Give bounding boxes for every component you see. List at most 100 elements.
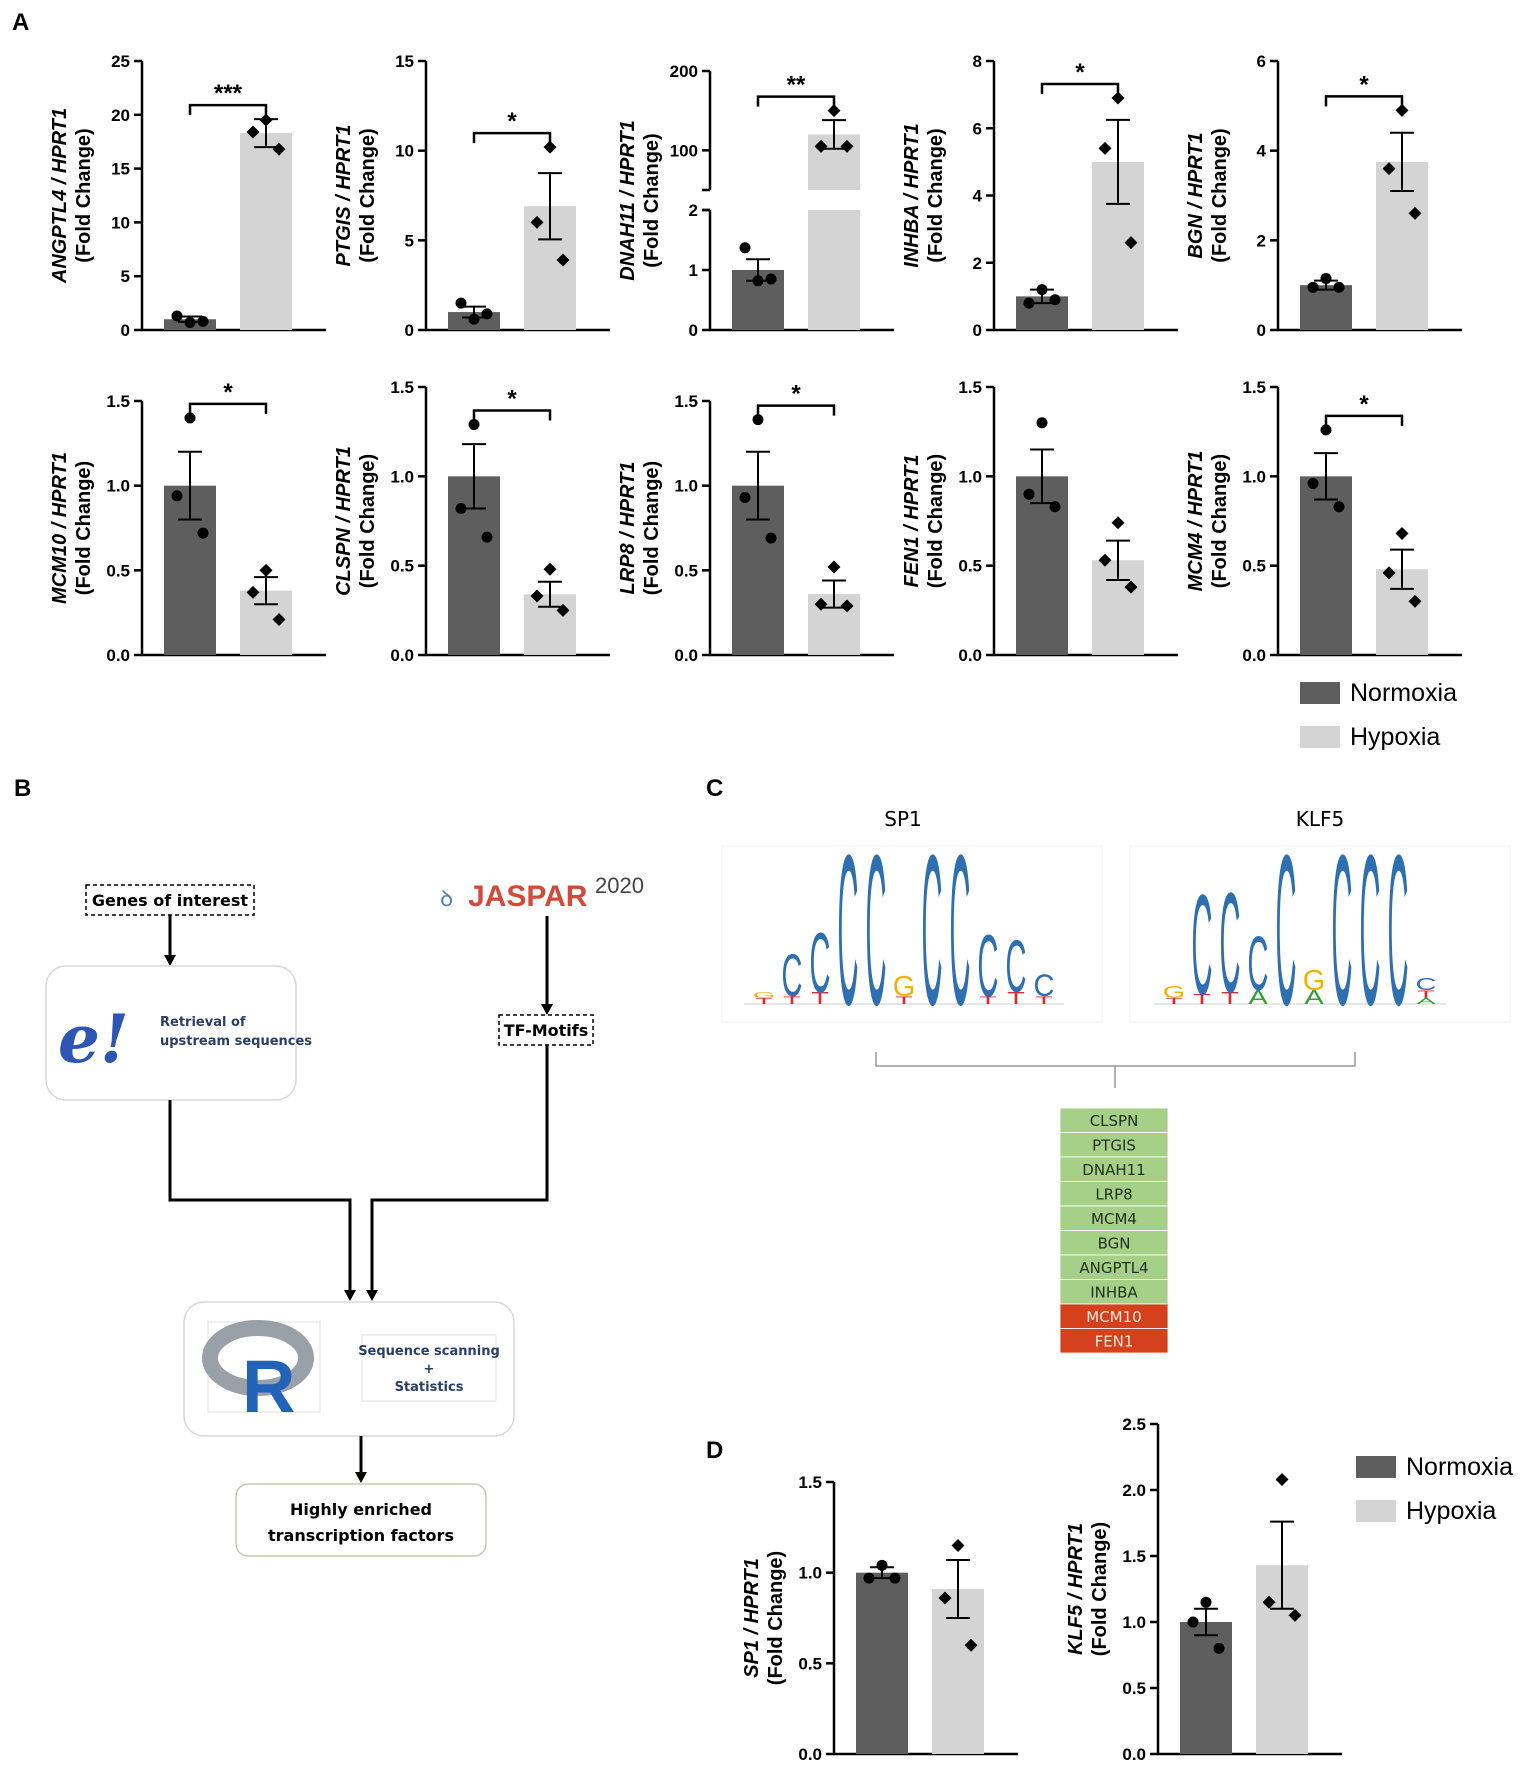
y-tick-label: 1.5 xyxy=(390,378,414,397)
gene-row-bg xyxy=(1059,1132,1169,1158)
gene-row-label: FEN1 xyxy=(1095,1333,1134,1351)
logo-letter-t: T xyxy=(1417,988,1435,1001)
data-point xyxy=(863,1572,875,1584)
y-tick-label: 10 xyxy=(395,142,414,161)
legend-d-normoxia-swatch xyxy=(1356,1456,1396,1478)
gene-row-bg xyxy=(1059,1303,1169,1329)
data-point xyxy=(556,253,570,267)
y-tick-label: 6 xyxy=(973,119,982,138)
y-tick-label: 0.0 xyxy=(1242,646,1266,665)
logo-letter-c: C xyxy=(1220,863,1241,1022)
y-axis-label: LRP8 / HPRT1 xyxy=(617,462,639,595)
logo-letter-c: C xyxy=(1248,921,1269,1007)
significance-bracket xyxy=(472,409,552,421)
gene-row-bg xyxy=(1059,1107,1169,1133)
jaspar-logo-text: JASPAR xyxy=(468,880,588,913)
gene-row-label: BGN xyxy=(1098,1235,1131,1253)
data-point xyxy=(765,273,777,285)
gene-row-label: DNAH11 xyxy=(1082,1161,1145,1179)
arrowhead xyxy=(366,1290,378,1301)
arrowhead xyxy=(541,1004,553,1015)
y-tick-label: 15 xyxy=(395,52,414,71)
data-point xyxy=(876,1559,888,1571)
y-axis-label: INHBA / HPRT1 xyxy=(901,123,923,267)
y-axis-label-units: (Fold Change) xyxy=(641,133,663,267)
y-tick-label: 5 xyxy=(121,267,130,286)
logo-letter-t: T xyxy=(1035,994,1053,1007)
klf5-motif-title: KLF5 xyxy=(1296,807,1345,831)
data-point xyxy=(1382,162,1396,176)
data-point xyxy=(1036,417,1048,429)
data-point xyxy=(1049,294,1061,306)
y-axis-label: KLF5 / HPRT1 xyxy=(1065,1523,1087,1655)
data-point xyxy=(543,140,557,154)
data-point xyxy=(246,585,260,599)
logo-letter-t: T xyxy=(1007,989,1025,1008)
result-line2: transcription factors xyxy=(268,1526,454,1545)
significance-stars: * xyxy=(507,386,517,413)
legend-normoxia-label: Normoxia xyxy=(1350,679,1457,707)
data-point xyxy=(530,589,544,603)
gene-row-bg xyxy=(1059,1328,1169,1354)
data-point xyxy=(1275,1472,1289,1486)
y-axis-label: PTGIS / HPRT1 xyxy=(333,125,355,267)
data-point xyxy=(1320,272,1332,284)
logo-letter-c: C xyxy=(1192,865,1213,1024)
logo-letter-c: C xyxy=(922,812,943,1050)
logo-letter-c: C xyxy=(1360,812,1381,1050)
data-point xyxy=(1098,553,1112,567)
y-tick-label: 0.5 xyxy=(1242,557,1266,576)
bar-hypoxia xyxy=(240,133,292,330)
data-point xyxy=(752,275,764,287)
logo-letter-c: C xyxy=(1034,969,1055,1003)
significance-bracket xyxy=(756,95,836,107)
y-tick-label: 2.0 xyxy=(1122,1481,1146,1500)
significance-bracket xyxy=(472,131,552,144)
logo-letter-c: C xyxy=(810,914,831,1010)
y-tick-label: 0 xyxy=(121,321,130,340)
ensembl-text-line1: Retrieval of xyxy=(160,1015,246,1030)
y-axis-label: FEN1 / HPRT1 xyxy=(901,455,923,588)
data-point xyxy=(184,412,196,424)
data-point xyxy=(1111,516,1125,530)
data-point xyxy=(259,563,273,577)
data-point xyxy=(184,316,196,328)
logo-letter-c: C xyxy=(950,812,971,1050)
jaspar-year: 2020 xyxy=(595,873,644,898)
bar-normoxia xyxy=(1300,285,1352,330)
data-point xyxy=(197,527,209,539)
logo-letter-t: T xyxy=(811,989,829,1008)
sp1-logo-frame xyxy=(721,845,1103,1023)
significance-bracket xyxy=(1324,95,1404,107)
scan-box xyxy=(361,1334,497,1402)
y-tick-label: 0.5 xyxy=(798,1654,822,1673)
y-tick-label: 0.5 xyxy=(390,557,414,576)
data-point xyxy=(259,113,273,127)
data-point xyxy=(752,414,764,426)
data-point xyxy=(468,313,480,325)
logo-letter-c: C xyxy=(1416,975,1437,994)
y-tick-label: 1.5 xyxy=(1242,378,1266,397)
bar-normoxia xyxy=(856,1572,908,1754)
y-tick-label: 25 xyxy=(111,52,130,71)
data-point xyxy=(814,139,828,153)
workflow-diagram: Genes of interest ꝺ JASPAR 2020 e! Retri… xyxy=(45,873,644,1557)
y-tick-label: 4 xyxy=(973,187,983,206)
y-tick-label: 8 xyxy=(973,52,982,71)
y-tick-label: 0 xyxy=(1257,321,1266,340)
logo-letter-t: T xyxy=(1193,991,1211,1007)
gene-row-label: INHBA xyxy=(1090,1284,1138,1302)
legend-d-hypoxia-swatch xyxy=(1356,1500,1396,1522)
gene-row-bg xyxy=(1059,1205,1169,1231)
legend-hypoxia-label: Hypoxia xyxy=(1350,723,1440,751)
data-point xyxy=(1200,1596,1212,1608)
significance-bracket xyxy=(188,103,268,116)
panel-label-d: D xyxy=(706,1437,723,1464)
y-tick-label: 1.0 xyxy=(958,467,982,486)
data-point xyxy=(1408,594,1422,608)
